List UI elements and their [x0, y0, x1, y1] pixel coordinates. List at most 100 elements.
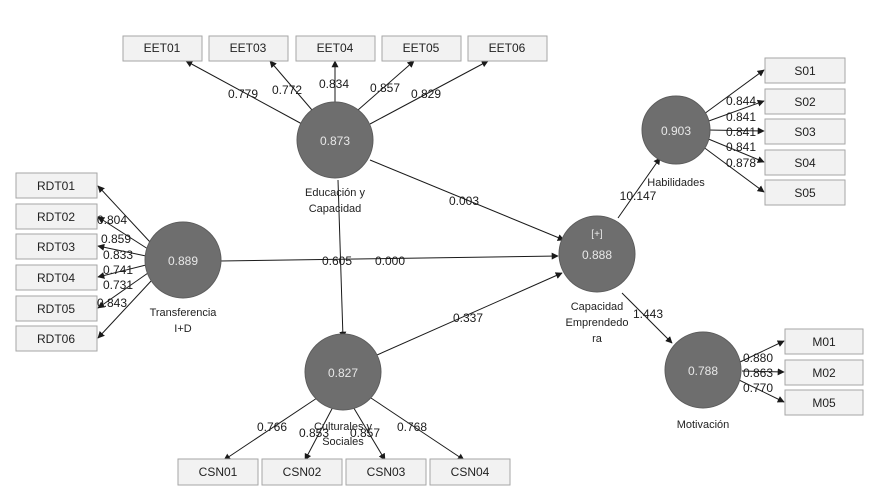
indicator-label: EET03: [230, 41, 267, 55]
loading-csn03: 0.857: [350, 426, 380, 440]
edge-habilidades-s04: [705, 137, 765, 163]
coef-capacidad-motivacion: 1.443: [633, 307, 663, 321]
indicator-label: S03: [794, 125, 816, 139]
edge-transferencia-rdt02: [97, 216, 149, 250]
loading-m01: 0.880: [743, 351, 773, 365]
edges-motivacion-indicators: [738, 340, 785, 403]
structural-paths: [219, 157, 673, 356]
coef-transferencia-capacidad: 0.000: [375, 254, 405, 268]
path-coefficients: 0.003 0.000 0.605 0.337 10.147 1.443: [322, 189, 663, 325]
loading-rdt05a: 0.741: [103, 263, 133, 277]
indicator-label: RDT01: [37, 179, 75, 193]
indicator-s03: S03: [764, 118, 846, 145]
edge-transferencia-rdt06: [97, 279, 153, 339]
edge-culturales-csn02: [304, 404, 335, 461]
construct-name: Habilidades: [647, 177, 705, 189]
loading-eet04: 0.834: [319, 77, 349, 91]
indicator-label: CSN01: [199, 465, 238, 479]
edge-transferencia-rdt04: [97, 264, 147, 279]
loading-eet05: 0.857: [370, 81, 400, 95]
edge-habilidades-s05: [701, 145, 765, 193]
indicators-csn: CSN01 CSN02 CSN03 CSN04: [177, 458, 511, 486]
indicator-rdt01: RDT01: [15, 172, 98, 199]
indicator-eet04: EET04: [295, 35, 376, 62]
construct-name: Motivación: [677, 419, 730, 431]
indicator-label: EET01: [144, 41, 181, 55]
loading-rdt04: 0.833: [103, 248, 133, 262]
indicators-m: M01 M02 M05: [784, 328, 864, 416]
loading-s05: 0.878: [726, 156, 756, 170]
loadings-s: 0.844 0.841 0.841 0.841 0.878: [726, 94, 756, 170]
indicator-label: EET05: [403, 41, 440, 55]
loading-s03: 0.841: [726, 125, 756, 139]
path-educacion-culturales: [337, 179, 347, 339]
indicator-label: S01: [794, 64, 816, 78]
edge-educacion-eet05: [357, 60, 415, 111]
loading-csn04: 0.768: [397, 420, 427, 434]
loading-m02: 0.863: [743, 366, 773, 380]
indicator-csn01: CSN01: [177, 458, 259, 486]
indicator-label: RDT03: [37, 240, 75, 254]
edge-educacion-eet03: [269, 60, 313, 111]
construct-motivacion: 0.788 Motivación: [664, 331, 742, 431]
indicator-label: S05: [794, 186, 816, 200]
construct-name: Sociales: [322, 436, 364, 448]
indicator-label: M01: [812, 335, 836, 349]
edges-habilidades-indicators: [701, 69, 765, 193]
edges-culturales-indicators: [223, 395, 465, 461]
loadings-m: 0.880 0.863 0.770: [743, 351, 773, 395]
edge-transferencia-rdt03: [97, 243, 147, 257]
coef-educacion-capacidad: 0.003: [449, 194, 479, 208]
construct-transferencia: 0.889 Transferencia I+D: [144, 221, 222, 335]
edge-motivacion-m01: [739, 340, 785, 363]
loading-s04: 0.841: [726, 140, 756, 154]
construct-capacidad: [+] 0.888 Capacidad Emprendedo ra: [558, 215, 636, 345]
edge-habilidades-s02: [705, 99, 765, 123]
coef-educacion-culturales: 0.605: [322, 254, 352, 268]
indicator-label: RDT02: [37, 210, 75, 224]
indicator-rdt05: RDT05: [15, 295, 98, 322]
edge-habilidades-s01: [703, 69, 765, 115]
construct-habilidades: 0.903 Habilidades: [641, 95, 711, 189]
indicators-rdt: RDT01 RDT02 RDT03 RDT04 RDT05 RDT06: [15, 172, 98, 352]
construct-name: ra: [592, 333, 603, 345]
edge-educacion-eet01: [185, 60, 303, 125]
path-culturales-capacidad: [376, 272, 563, 356]
indicator-csn02: CSN02: [261, 458, 343, 486]
indicator-csn04: CSN04: [429, 458, 511, 486]
construct-value: 0.873: [320, 134, 350, 148]
edge-habilidades-s03: [707, 127, 765, 135]
construct-circle: [144, 221, 222, 299]
indicator-label: RDT04: [37, 271, 75, 285]
edges-transferencia-indicators: [97, 185, 153, 339]
indicator-s05: S05: [764, 179, 846, 206]
loading-rdt03: 0.859: [101, 232, 131, 246]
edge-culturales-csn01: [223, 395, 321, 461]
expand-marker[interactable]: [+]: [591, 229, 603, 240]
construct-circle: [641, 95, 711, 165]
indicator-eet06: EET06: [467, 35, 548, 62]
indicator-csn03: CSN03: [345, 458, 427, 486]
indicator-rdt04: RDT04: [15, 264, 98, 291]
indicator-label: M02: [812, 366, 836, 380]
indicator-label: RDT05: [37, 302, 75, 316]
construct-name: Emprendedo: [566, 317, 629, 329]
construct-name: Capacidad: [571, 301, 624, 313]
loading-rdt02: 0.804: [97, 213, 127, 227]
indicator-eet05: EET05: [381, 35, 462, 62]
construct-name: Culturales y: [314, 421, 373, 433]
indicator-label: S04: [794, 156, 816, 170]
construct-culturales: 0.827 Culturales y Sociales: [304, 333, 382, 448]
indicator-s02: S02: [764, 88, 846, 115]
loading-m05: 0.770: [743, 381, 773, 395]
indicator-rdt02: RDT02: [15, 203, 98, 230]
indicator-eet01: EET01: [122, 35, 203, 62]
loading-rdt06: 0.843: [97, 296, 127, 310]
edge-transferencia-rdt01: [97, 185, 151, 243]
edge-motivacion-m05: [738, 379, 785, 403]
path-educacion-capacidad: [369, 159, 565, 241]
indicator-m05: M05: [784, 389, 864, 416]
indicator-rdt06: RDT06: [15, 325, 98, 352]
path-capacidad-motivacion: [621, 292, 673, 344]
